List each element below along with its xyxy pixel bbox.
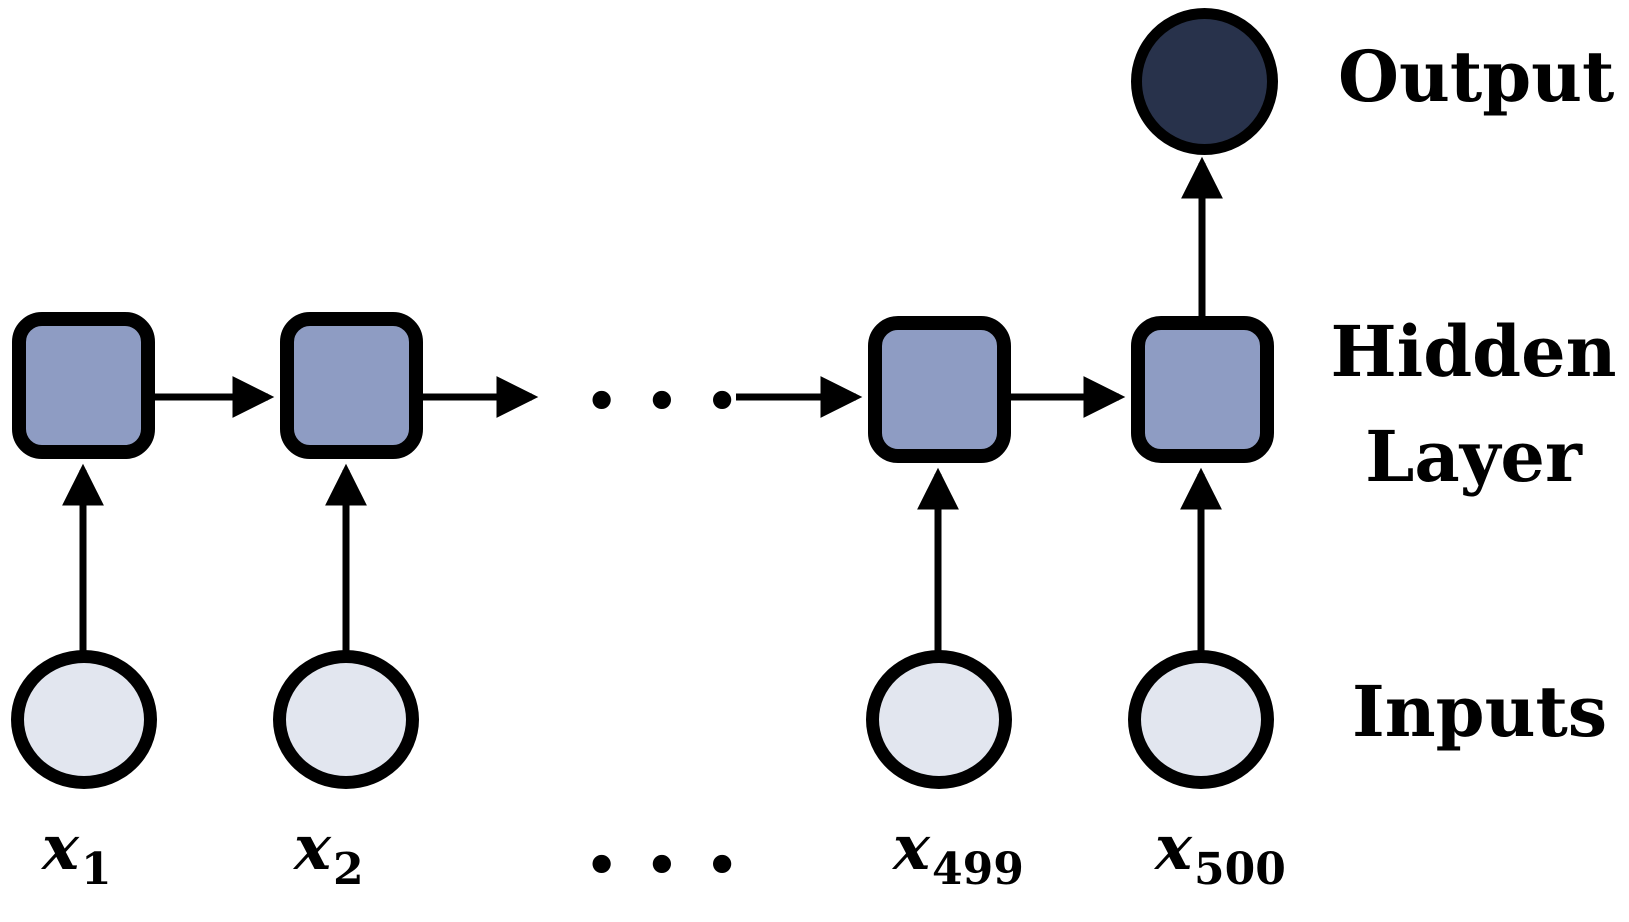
- input-label-x1: x1: [42, 811, 112, 895]
- input-label-x1-sub: 1: [80, 844, 112, 895]
- input-node-x499: [866, 650, 1012, 789]
- input-label-x2: x2: [294, 811, 364, 895]
- output-layer-label: Output: [1338, 35, 1615, 118]
- hidden-chain-ellipsis: •••: [585, 372, 766, 432]
- input-label-x499-base: x: [893, 811, 930, 884]
- hidden-node-3: [868, 316, 1011, 463]
- hidden-layer-label-line1: Hidden: [1330, 310, 1617, 393]
- input-label-x499: x499: [893, 811, 1024, 895]
- hidden-layer-label: Hidden Layer: [1318, 299, 1629, 509]
- input-node-x500: [1128, 650, 1274, 789]
- input-label-x499-sub: 499: [931, 844, 1024, 895]
- input-node-x2: [273, 650, 419, 789]
- input-label-x500-sub: 500: [1193, 844, 1286, 895]
- input-label-x2-sub: 2: [332, 844, 364, 895]
- input-label-x1-base: x: [42, 811, 79, 884]
- input-label-x500: x500: [1155, 811, 1286, 895]
- input-label-x2-base: x: [294, 811, 331, 884]
- output-node: [1131, 8, 1278, 155]
- input-row-ellipsis: •••: [585, 836, 766, 896]
- input-label-x500-base: x: [1155, 811, 1192, 884]
- hidden-node-2: [280, 312, 423, 459]
- hidden-node-4: [1131, 316, 1274, 463]
- hidden-node-1: [12, 312, 155, 459]
- input-node-x1: [11, 650, 157, 789]
- inputs-layer-label: Inputs: [1352, 670, 1608, 753]
- hidden-layer-label-line2: Layer: [1365, 415, 1582, 498]
